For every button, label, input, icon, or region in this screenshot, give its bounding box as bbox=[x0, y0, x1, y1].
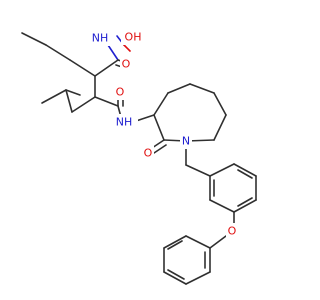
bond-b1-2 bbox=[233, 163, 257, 177]
bond-iso-1 bbox=[71, 96, 96, 113]
bond-ring-4 bbox=[213, 92, 227, 116]
bond-b1-5 bbox=[209, 199, 235, 213]
atom-n-ring: N bbox=[182, 135, 190, 148]
bond-n-ca bbox=[135, 114, 155, 122]
bond-ring-5 bbox=[213, 114, 227, 141]
atom-oh: OH bbox=[125, 31, 142, 44]
bond-p-2d bbox=[167, 240, 183, 250]
molecule-drawing: NH OH O O NH O N O bbox=[21, 29, 257, 285]
bond-iso-3 bbox=[41, 89, 67, 104]
bond-c-n bbox=[107, 44, 119, 61]
atom-o-amide2: O bbox=[116, 86, 125, 99]
atom-o-lactam: O bbox=[144, 147, 153, 160]
bond-ring-3 bbox=[189, 83, 215, 94]
bond-propyl-1 bbox=[69, 59, 96, 77]
atom-nh-hydroxamate: NH bbox=[92, 32, 109, 45]
bond-b1-2d bbox=[237, 169, 253, 179]
atom-o-amide1: O bbox=[122, 58, 131, 71]
bond-iso-2 bbox=[65, 89, 73, 113]
bond-b1-4 bbox=[233, 199, 257, 213]
structure-canvas: NH OH O O NH O N O bbox=[21, 29, 257, 285]
bond-iso-4 bbox=[65, 89, 81, 96]
bond-p-2 bbox=[163, 235, 187, 249]
bond-ring-8 bbox=[153, 114, 165, 141]
isobutyl-chain bbox=[41, 89, 96, 113]
bond-p-5 bbox=[185, 271, 211, 285]
bond-ring-2 bbox=[167, 83, 191, 94]
bond-p-4d bbox=[167, 269, 185, 280]
bond-c-c2amide bbox=[94, 96, 119, 107]
bond-propyl-3 bbox=[21, 32, 47, 46]
atom-nh-amide: NH bbox=[116, 116, 133, 129]
bond-propyl-2 bbox=[45, 44, 71, 61]
bond-ring-1 bbox=[153, 92, 169, 116]
bond-b1-4d bbox=[237, 197, 253, 207]
atom-o-ether: O bbox=[228, 225, 237, 238]
bond-lactam-co2 bbox=[153, 144, 167, 154]
bond-ch2-ar bbox=[185, 164, 211, 177]
phenyl-ring bbox=[163, 235, 211, 285]
propyl-chain bbox=[21, 32, 96, 77]
bond-b1-1 bbox=[209, 163, 235, 177]
bond-p-1 bbox=[185, 235, 211, 249]
atom-labels: NH OH O O NH O N O bbox=[90, 29, 238, 239]
benzene-ring-central bbox=[209, 163, 257, 213]
bond-oh-stub bbox=[123, 44, 131, 52]
bond-p-4 bbox=[163, 271, 187, 285]
bond-o-ph bbox=[209, 235, 227, 249]
bond-c1-c2 bbox=[94, 59, 119, 77]
